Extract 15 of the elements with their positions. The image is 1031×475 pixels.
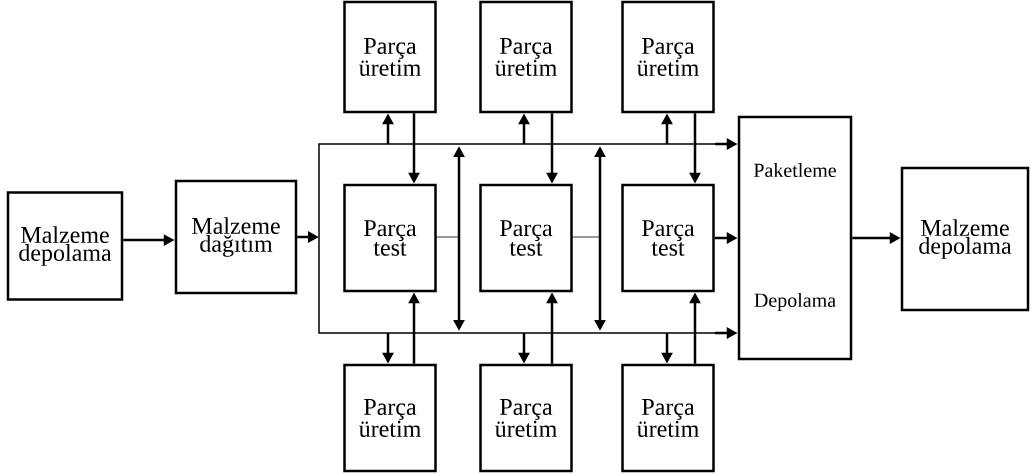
- production-box: Parça üretim: [479, 363, 573, 473]
- storage-box: Malzeme depolama: [6, 191, 124, 301]
- production-box: Parça üretim: [343, 0, 437, 114]
- storage-box: Malzeme depolama: [900, 166, 1030, 312]
- test-box: Parça test: [621, 183, 715, 293]
- test-box: Parça test: [343, 183, 437, 293]
- distribution-box: Malzeme dağıtım: [174, 179, 298, 295]
- production-box: Parça üretim: [621, 0, 715, 114]
- production-box: Parça üretim: [621, 363, 715, 473]
- test-box: Parça test: [479, 183, 573, 293]
- packaging-box: Paketleme Depolama: [737, 115, 853, 361]
- connector-line: [572, 236, 601, 238]
- connector-line: [436, 236, 460, 238]
- production-box: Parça üretim: [343, 363, 437, 473]
- production-box: Parça üretim: [479, 0, 573, 114]
